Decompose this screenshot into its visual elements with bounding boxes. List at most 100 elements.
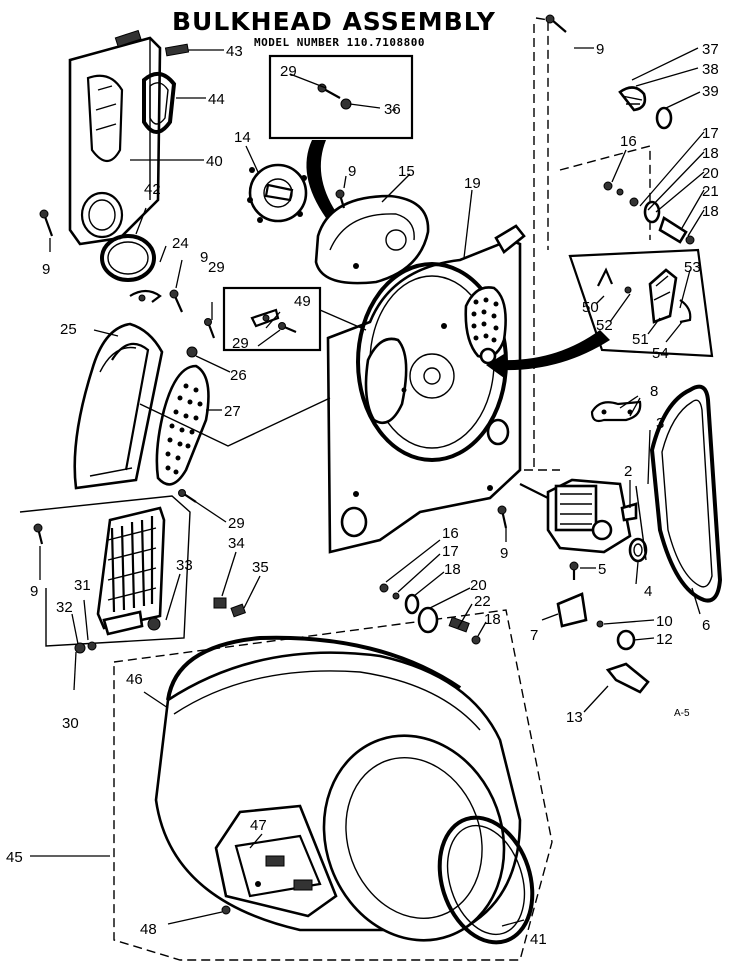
insulator-34 xyxy=(213,597,227,609)
callout-19: 19 xyxy=(464,175,481,192)
callout-18-right-b: 18 xyxy=(702,203,719,220)
callout-29-heater-low: 29 xyxy=(228,515,245,532)
heater-housing-25 xyxy=(73,322,164,490)
model-number: MODEL NUMBER 110.7108800 xyxy=(254,36,425,49)
bearing-housing-15 xyxy=(314,194,430,285)
callout-7: 7 xyxy=(530,627,538,644)
screw-29-heater-low xyxy=(178,489,197,503)
callout-6: 6 xyxy=(702,617,710,634)
callout-4: 4 xyxy=(644,583,652,600)
drum-seal-41 xyxy=(437,815,535,945)
callout-53: 53 xyxy=(684,259,701,276)
callout-50: 50 xyxy=(582,299,599,316)
callout-36: 36 xyxy=(384,101,401,118)
terminal-32 xyxy=(74,642,86,654)
callout-10: 10 xyxy=(656,613,673,630)
screw-9-top-right xyxy=(545,14,567,33)
baffle-screw-48 xyxy=(221,905,231,915)
clip-26 xyxy=(186,346,198,358)
callout-9-heater-left: 9 xyxy=(30,583,38,600)
pulley-12 xyxy=(616,629,636,651)
callout-21: 21 xyxy=(702,183,719,200)
screw-29-heater-top xyxy=(204,318,216,339)
callout-16-right: 16 xyxy=(620,133,637,150)
callout-32: 32 xyxy=(56,599,73,616)
callout-37: 37 xyxy=(702,41,719,58)
pulley-4 xyxy=(628,537,648,563)
callout-48: 48 xyxy=(140,921,157,938)
drum-46 xyxy=(154,635,522,942)
screw-9-left xyxy=(39,209,54,237)
callout-45: 45 xyxy=(6,849,23,866)
terminal-31 xyxy=(87,641,97,651)
callout-18-right-a: 18 xyxy=(702,145,719,162)
screw-9-heater-top xyxy=(169,289,184,313)
switch-parts-50-54 xyxy=(597,267,692,324)
drum-boundary xyxy=(113,609,553,961)
nut-5 xyxy=(569,561,579,580)
motor-assembly xyxy=(519,478,632,554)
clip-24 xyxy=(129,289,162,303)
heater-element-33 xyxy=(96,506,166,636)
lower-bearing-parts xyxy=(379,583,481,645)
inset-arrow xyxy=(306,140,336,218)
callout-9-top-center: 9 xyxy=(348,163,356,180)
exhaust-duct-40 xyxy=(68,29,162,246)
callout-16-lower: 16 xyxy=(442,525,459,542)
callout-42: 42 xyxy=(144,181,161,198)
callout-27: 27 xyxy=(224,403,241,420)
switch-2 xyxy=(620,502,638,522)
callout-18-lower-b: 18 xyxy=(484,611,501,628)
callout-5: 5 xyxy=(598,561,606,578)
callout-47: 47 xyxy=(250,817,267,834)
duct-seal-44 xyxy=(142,72,177,134)
callout-44: 44 xyxy=(208,91,225,108)
callout-34: 34 xyxy=(228,535,245,552)
callout-15: 15 xyxy=(398,163,415,180)
leader-lines xyxy=(30,47,705,927)
duct-gasket-42 xyxy=(100,234,156,282)
bracket-49 xyxy=(250,308,280,328)
drive-belt-6 xyxy=(649,384,723,603)
callout-31: 31 xyxy=(74,577,91,594)
callout-13: 13 xyxy=(566,709,583,726)
screw-9-lower-center xyxy=(497,505,508,529)
clip-10 xyxy=(596,620,604,628)
callout-24: 24 xyxy=(172,235,189,252)
screw-9-top-center xyxy=(335,189,346,209)
idler-13 xyxy=(605,662,650,694)
callout-2: 2 xyxy=(624,463,632,480)
callout-18-lower-a: 18 xyxy=(444,561,461,578)
callout-20-lower: 20 xyxy=(470,577,487,594)
screw-29-inset-b xyxy=(278,322,297,334)
screw-9-heater-left xyxy=(33,523,44,545)
inset-box-screws xyxy=(268,54,414,140)
callout-30: 30 xyxy=(62,715,79,732)
rear-bulkhead-19 xyxy=(326,224,526,554)
nut-36-inset xyxy=(340,98,352,110)
heater-box-outline xyxy=(19,495,191,647)
callout-9-heater-top: 9 xyxy=(200,249,208,266)
duct-clip-43 xyxy=(164,43,190,57)
callout-52: 52 xyxy=(596,317,613,334)
callout-38: 38 xyxy=(702,61,719,78)
callout-33: 33 xyxy=(176,557,193,574)
callout-25: 25 xyxy=(60,321,77,338)
heater-shield-27 xyxy=(155,364,210,486)
callout-46: 46 xyxy=(126,671,143,688)
idler-parts-37-39 xyxy=(618,86,673,130)
callout-9-top-right: 9 xyxy=(596,41,604,58)
inset-box-49 xyxy=(222,286,322,352)
callout-9-lower-center: 9 xyxy=(500,545,508,562)
idler-parts-16-21 xyxy=(603,181,695,245)
thermostat-14 xyxy=(247,163,308,223)
callout-29-inset: 29 xyxy=(280,63,297,80)
bracket-7 xyxy=(556,592,588,628)
callout-29-inset-b: 29 xyxy=(232,335,249,352)
page-code: A-5 xyxy=(674,708,690,719)
callout-54: 54 xyxy=(652,345,669,362)
callout-17-lower: 17 xyxy=(442,543,459,560)
callout-49: 49 xyxy=(294,293,311,310)
